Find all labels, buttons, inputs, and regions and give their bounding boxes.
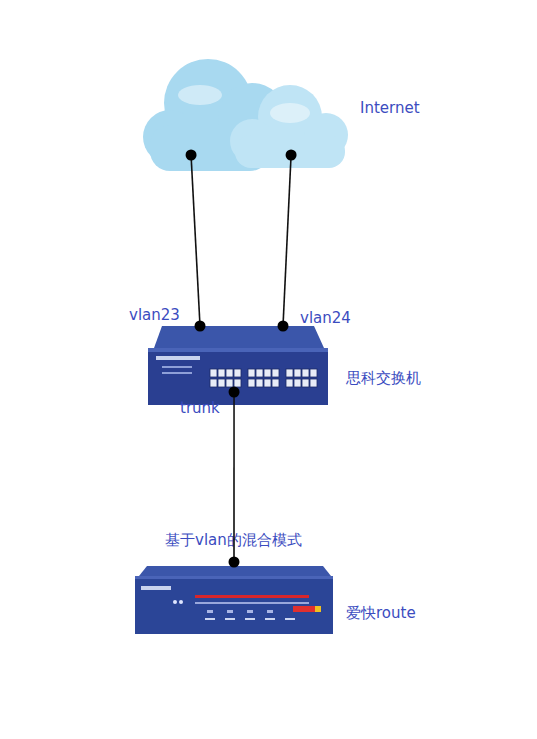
node-label: 爱快route: [346, 604, 416, 622]
node-label: 思科交换机: [346, 369, 421, 387]
cloud-shape: [140, 55, 345, 155]
cloud-node: Internet: [140, 55, 345, 155]
network-link: [186, 150, 206, 332]
switch-node: 思科交换机: [148, 326, 328, 392]
router-shape: [135, 562, 333, 637]
node-label: Internet: [360, 99, 420, 117]
port-mode-label: trunk: [180, 399, 220, 417]
switch-shape: [148, 326, 328, 406]
network-link: [229, 387, 240, 568]
vlan-label: vlan23: [129, 306, 180, 324]
router-node: 爱快route: [135, 562, 333, 635]
port-mode-label: 基于vlan的混合模式: [165, 531, 302, 549]
network-link: [278, 150, 297, 332]
vlan-label: vlan24: [300, 309, 351, 327]
